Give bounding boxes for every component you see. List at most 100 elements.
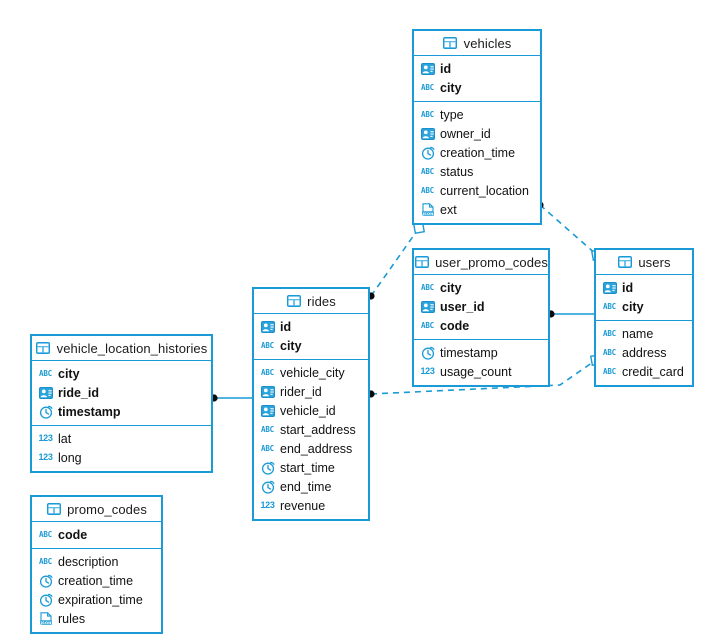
abc-text-icon: ABC [39,556,52,566]
field-label: end_address [280,441,353,456]
field-creation_time[interactable]: creation_time [32,571,161,590]
field-end_time[interactable]: end_time [254,477,368,496]
relationship-vehicle-location-histories-to-rides[interactable] [210,394,252,402]
field-status[interactable]: ABC status [414,162,540,181]
field-label: timestamp [440,345,498,360]
table-title: promo_codes [67,501,147,517]
field-label: status [440,164,474,179]
relationship-user-promo-codes-to-users[interactable] [547,310,594,318]
table-header-promo_codes[interactable]: promo_codes [32,497,161,522]
field-owner_id[interactable]: owner_id [414,124,540,143]
table-grid-icon [617,255,632,269]
field-label: address [622,345,667,360]
field-label: city [280,338,302,353]
field-label: owner_id [440,126,491,141]
clock-icon [38,593,53,607]
field-label: user_id [440,299,485,314]
key-field-id[interactable]: id [254,317,368,336]
abc-text-icon: ABC [39,529,52,539]
table-header-user_promo_codes[interactable]: user_promo_codes [414,250,548,275]
field-creation_time[interactable]: creation_time [414,143,540,162]
field-rider_id[interactable]: rider_id [254,382,368,401]
table-header-vehicles[interactable]: vehicles [414,31,540,56]
field-label: code [440,318,470,333]
table-title: user_promo_codes [435,254,548,270]
field-label: id [440,61,452,76]
field-vehicle_id[interactable]: vehicle_id [254,401,368,420]
field-label: ext [440,202,457,217]
key-field-user_id[interactable]: user_id [414,297,548,316]
clock-icon [420,146,435,160]
id-badge-icon [420,127,435,141]
table-header-users[interactable]: users [596,250,692,275]
field-label: creation_time [58,573,134,588]
key-field-timestamp[interactable]: timestamp [32,402,211,421]
clock-icon [38,405,53,419]
123-number-icon: 123 [38,452,53,462]
svg-text:JSON: JSON [39,620,51,625]
field-label: type [440,107,464,122]
field-label: revenue [280,498,326,513]
table-grid-icon [414,255,429,269]
key-field-city[interactable]: ABC city [414,78,540,97]
key-field-ride_id[interactable]: ride_id [32,383,211,402]
table-grid-icon [36,341,51,355]
123-number-icon: 123 [420,366,435,376]
id-badge-icon [420,300,435,314]
field-label: rider_id [280,384,322,399]
clock-icon [260,480,275,494]
field-label: timestamp [58,404,121,419]
field-start_time[interactable]: start_time [254,458,368,477]
json-document-icon: JSON [38,612,53,626]
key-field-id[interactable]: id [596,278,692,297]
table-header-rides[interactable]: rides [254,289,368,314]
field-label: city [440,80,462,95]
table-header-vehicle_location_histories[interactable]: vehicle_location_histories [32,336,211,361]
field-expiration_time[interactable]: expiration_time [32,590,161,609]
field-timestamp[interactable]: timestamp [414,343,548,362]
field-label: start_address [280,422,356,437]
abc-text-icon: ABC [421,166,434,176]
table-title: vehicle_location_histories [56,340,208,356]
key-field-id[interactable]: id [414,59,540,78]
abc-text-icon: ABC [603,366,616,376]
field-label: end_time [280,479,332,494]
field-label: city [622,299,644,314]
123-number-icon: 123 [38,433,53,443]
abc-text-icon: ABC [421,82,434,92]
